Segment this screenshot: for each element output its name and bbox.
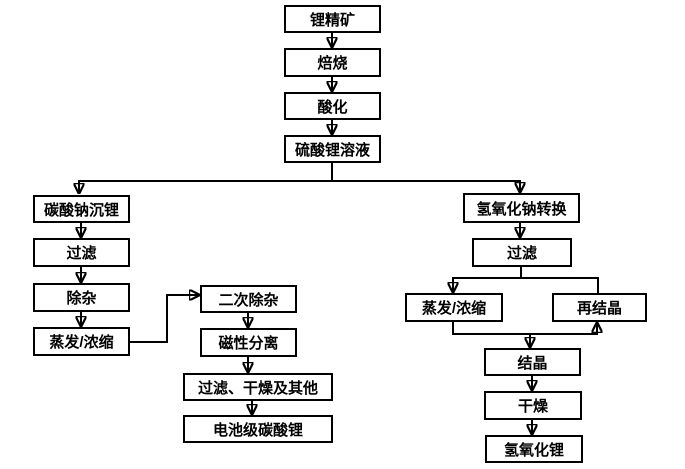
arrow-solution-to-naoh-conversion	[332, 180, 520, 192]
arrow-junction-to-evaporation-right	[453, 277, 599, 293]
node-li-ore: 锂精矿	[284, 5, 381, 33]
arrow-evaporation-right-to-recrystallization	[452, 322, 597, 335]
node-magnetic-separation: 磁性分离	[200, 328, 297, 357]
node-evaporation-left: 蒸发/浓缩	[33, 327, 130, 356]
node-li2so4-solution: 硫酸锂溶液	[284, 135, 381, 163]
arrow-solution-to-na2co3-precipitation	[79, 163, 333, 193]
node-filter-right: 过滤	[472, 238, 572, 267]
node-crystallization: 结晶	[484, 348, 581, 376]
node-naoh-conversion: 氢氧化钠转换	[463, 193, 580, 223]
node-secondary-impurity-removal: 二次除杂	[200, 285, 297, 313]
arrow-evaporation-left-to-secondary-impurity	[130, 295, 199, 343]
node-recrystallization: 再结晶	[552, 293, 647, 322]
node-na2co3-precipitation: 碳酸钠沉锂	[33, 195, 130, 223]
node-impurity-removal: 除杂	[33, 283, 130, 312]
node-acidification: 酸化	[284, 92, 381, 120]
node-battery-grade-li2co3: 电池级碳酸锂	[183, 415, 333, 443]
node-drying: 干燥	[484, 391, 582, 420]
node-lioh: 氢氧化锂	[485, 435, 583, 463]
node-filter-left: 过滤	[33, 238, 130, 267]
node-roasting: 焙烧	[284, 48, 381, 77]
node-evaporation-right: 蒸发/浓缩	[405, 293, 503, 322]
node-filter-dry-other: 过滤、干燥及其他	[183, 373, 333, 401]
